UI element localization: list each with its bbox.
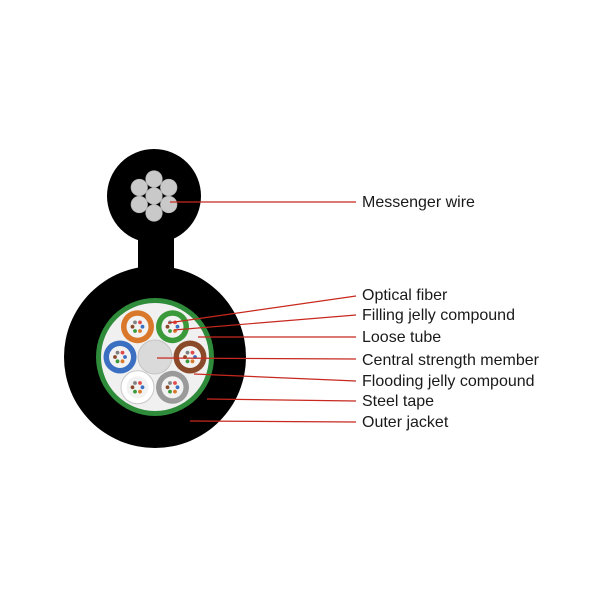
optical-fiber <box>115 359 120 364</box>
optical-fiber <box>175 385 180 390</box>
grey-tube <box>156 370 189 404</box>
loose-tubes <box>103 310 207 405</box>
blue-tube <box>103 340 137 374</box>
filling-jelly <box>179 346 201 368</box>
optical-fiber <box>115 350 120 355</box>
optical-fiber <box>133 381 137 385</box>
leader-line-6 <box>206 398 357 402</box>
optical-fiber <box>133 389 137 394</box>
white-tube <box>120 370 155 405</box>
green-tube <box>156 310 189 344</box>
optical-fiber <box>123 355 127 359</box>
label-loose-tube: Loose tube <box>362 329 441 346</box>
optical-fiber <box>138 389 142 394</box>
optical-fiber <box>168 389 172 394</box>
strand-0 <box>145 187 163 205</box>
filling-jelly <box>126 315 149 338</box>
optical-fiber <box>190 350 195 355</box>
strand-2 <box>145 204 163 222</box>
brown-tube <box>173 340 207 374</box>
optical-fiber <box>175 324 180 329</box>
optical-fiber <box>133 320 137 325</box>
optical-fiber <box>120 359 125 364</box>
optical-fiber <box>190 359 195 364</box>
optical-fiber <box>165 385 170 390</box>
label-steel-tape: Steel tape <box>362 393 434 410</box>
leader-line-7 <box>189 420 357 423</box>
optical-fiber <box>168 329 172 333</box>
label-filling-jelly-compound: Filling jelly compound <box>362 307 515 324</box>
filling-jelly <box>161 376 184 399</box>
leader-lines <box>156 201 357 423</box>
optical-fiber <box>138 381 142 385</box>
optical-fiber <box>130 385 135 390</box>
optical-fiber <box>173 389 177 394</box>
strand-5 <box>145 170 163 188</box>
orange-tube <box>121 310 154 344</box>
leader-line-4 <box>156 357 357 360</box>
strand-1 <box>160 195 178 214</box>
optical-fiber <box>130 324 135 329</box>
central-strength-member <box>137 339 173 375</box>
optical-fiber <box>173 381 177 385</box>
label-flooding-jelly-compound: Flooding jelly compound <box>362 373 535 390</box>
leader-line-1 <box>167 295 357 324</box>
leader-line-5 <box>193 373 357 382</box>
optical-fiber <box>185 350 190 355</box>
filling-jelly <box>161 315 184 338</box>
label-outer-jacket: Outer jacket <box>362 414 449 431</box>
label-optical-fiber: Optical fiber <box>362 287 448 304</box>
filling-jelly <box>126 376 149 399</box>
label-messenger-wire: Messenger wire <box>362 194 475 211</box>
optical-fiber <box>140 385 145 390</box>
optical-fiber <box>138 320 142 325</box>
optical-fiber <box>113 355 117 359</box>
filling-jelly <box>109 346 131 368</box>
optical-fiber <box>133 329 137 333</box>
optical-fiber <box>185 359 190 364</box>
optical-fiber <box>120 350 125 355</box>
leader-line-2 <box>173 314 357 331</box>
strand-6 <box>160 178 178 197</box>
optical-fiber <box>168 381 172 385</box>
label-central-strength-member: Central strength member <box>362 352 540 369</box>
optical-fiber <box>140 324 145 329</box>
optical-fiber <box>165 324 170 329</box>
optical-fiber <box>138 329 142 333</box>
strand-4 <box>130 178 148 197</box>
messenger-wire-strands <box>130 170 178 222</box>
strand-3 <box>130 195 148 214</box>
